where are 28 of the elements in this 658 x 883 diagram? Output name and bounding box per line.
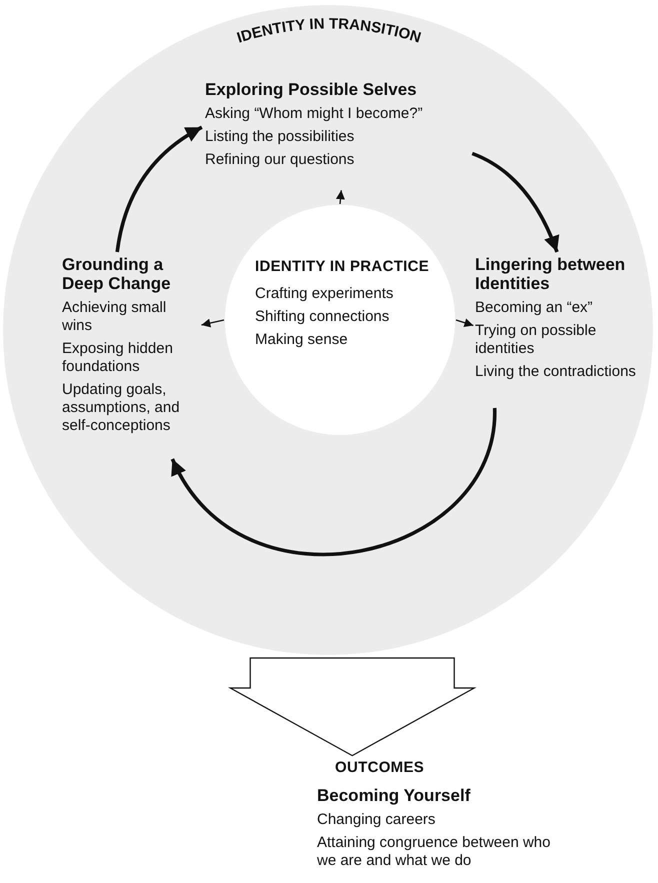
arrow bbox=[115, 126, 203, 252]
outcomes-heading: OUTCOMES bbox=[335, 758, 424, 777]
block-arrow bbox=[228, 657, 477, 756]
stage-item: Listing the possibilities bbox=[205, 128, 354, 146]
stage-item: Attaining congruence between who we are and what we do bbox=[317, 834, 552, 870]
stage-item: Living the contradictions bbox=[475, 363, 636, 381]
stage-item: Changing careers bbox=[317, 811, 436, 829]
arrow bbox=[170, 408, 496, 556]
practice-item: Making sense bbox=[255, 331, 348, 349]
practice-item: Shifting connections bbox=[255, 308, 390, 326]
stage-item: Exposing hidden foundations bbox=[62, 340, 174, 376]
stage-item: Achieving small wins bbox=[62, 299, 168, 335]
stage-heading: Exploring Possible Selves bbox=[205, 80, 417, 99]
practice-item: Crafting experiments bbox=[255, 285, 394, 303]
arrow bbox=[456, 318, 474, 328]
stage-item: Becoming an “ex” bbox=[475, 299, 593, 317]
cycle-title: IDENTITY IN TRANSITION bbox=[234, 16, 423, 47]
arrow bbox=[336, 190, 345, 204]
stage-item: Trying on possible identities bbox=[475, 322, 598, 358]
stage-item: Refining our questions bbox=[205, 151, 354, 169]
stage-heading: Lingering between Identities bbox=[475, 255, 626, 293]
stage-item: Asking “Whom might I become?” bbox=[205, 105, 423, 123]
practice-heading: IDENTITY IN PRACTICE bbox=[255, 257, 430, 276]
stage-heading: Grounding a Deep Change bbox=[62, 255, 172, 293]
outcome-title: Becoming Yourself bbox=[317, 786, 470, 805]
stage-item: Updating goals, assumptions, and self-conceptions bbox=[62, 381, 181, 435]
arrow bbox=[201, 318, 224, 328]
arrow bbox=[472, 152, 559, 253]
